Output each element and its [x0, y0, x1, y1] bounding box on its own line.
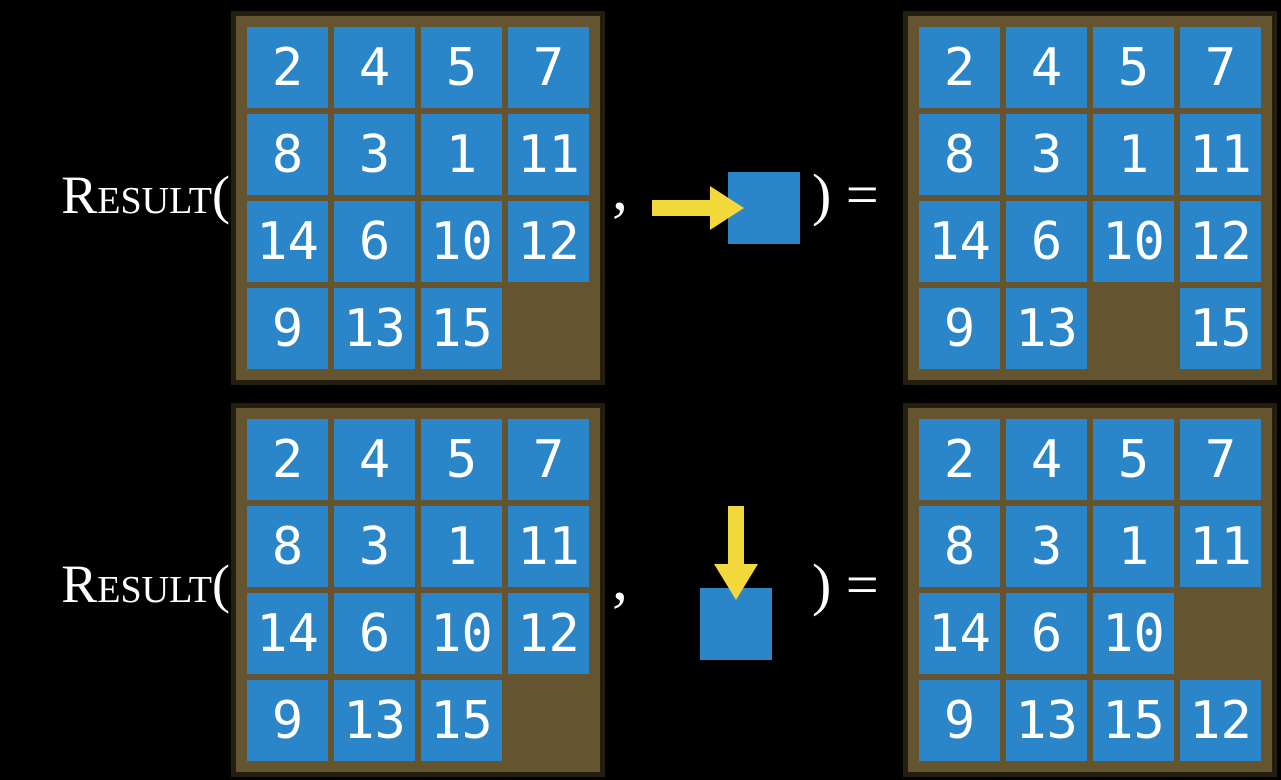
empty-cell [508, 288, 589, 369]
tile-13: 13 [334, 680, 415, 761]
tile-10: 10 [421, 201, 502, 282]
tile-5: 5 [1093, 27, 1174, 108]
tile-9: 9 [247, 288, 328, 369]
tile-15: 15 [421, 680, 502, 761]
tile-9: 9 [919, 680, 1000, 761]
tile-6: 6 [334, 593, 415, 674]
tile-10: 10 [421, 593, 502, 674]
tile-4: 4 [1006, 419, 1087, 500]
tile-9: 9 [919, 288, 1000, 369]
tile-15: 15 [1180, 288, 1261, 369]
tile-9: 9 [247, 680, 328, 761]
tile-11: 11 [1180, 506, 1261, 587]
comma-separator: , [612, 542, 628, 613]
tile-2: 2 [919, 419, 1000, 500]
tile-14: 14 [919, 593, 1000, 674]
tile-7: 7 [508, 419, 589, 500]
action-tile [700, 588, 772, 660]
tile-4: 4 [334, 419, 415, 500]
tile-13: 13 [334, 288, 415, 369]
tile-2: 2 [247, 27, 328, 108]
tile-2: 2 [919, 27, 1000, 108]
tile-15: 15 [1093, 680, 1174, 761]
tile-8: 8 [919, 506, 1000, 587]
tile-11: 11 [1180, 114, 1261, 195]
tile-3: 3 [1006, 506, 1087, 587]
result-function-label: Result( [61, 165, 230, 225]
comma-separator: , [612, 152, 628, 223]
tile-4: 4 [334, 27, 415, 108]
tile-14: 14 [247, 201, 328, 282]
tile-13: 13 [1006, 680, 1087, 761]
tile-10: 10 [1093, 201, 1174, 282]
tile-6: 6 [1006, 593, 1087, 674]
tile-2: 2 [247, 419, 328, 500]
tile-11: 11 [508, 506, 589, 587]
tile-15: 15 [421, 288, 502, 369]
tile-4: 4 [1006, 27, 1087, 108]
tile-3: 3 [334, 506, 415, 587]
tile-12: 12 [508, 201, 589, 282]
tile-5: 5 [1093, 419, 1174, 500]
tile-3: 3 [1006, 114, 1087, 195]
tile-6: 6 [1006, 201, 1087, 282]
tile-6: 6 [334, 201, 415, 282]
empty-cell [508, 680, 589, 761]
close-paren-equals: ) = [812, 552, 879, 617]
tile-5: 5 [421, 419, 502, 500]
tile-7: 7 [1180, 27, 1261, 108]
tile-8: 8 [247, 506, 328, 587]
tile-8: 8 [919, 114, 1000, 195]
tile-14: 14 [919, 201, 1000, 282]
tile-10: 10 [1093, 593, 1174, 674]
tile-12: 12 [1180, 201, 1261, 282]
tile-13: 13 [1006, 288, 1087, 369]
tile-5: 5 [421, 27, 502, 108]
empty-cell [1180, 593, 1261, 674]
arrow-down-icon [714, 506, 758, 600]
tile-7: 7 [1180, 419, 1261, 500]
tile-11: 11 [508, 114, 589, 195]
tile-12: 12 [508, 593, 589, 674]
tile-3: 3 [334, 114, 415, 195]
close-paren-equals: ) = [812, 162, 879, 227]
tile-1: 1 [421, 114, 502, 195]
arrow-right-icon [652, 186, 744, 230]
tile-8: 8 [247, 114, 328, 195]
tile-1: 1 [1093, 114, 1174, 195]
result-function-label: Result( [61, 554, 230, 614]
tile-7: 7 [508, 27, 589, 108]
tile-12: 12 [1180, 680, 1261, 761]
tile-1: 1 [421, 506, 502, 587]
empty-cell [1093, 288, 1174, 369]
tile-14: 14 [247, 593, 328, 674]
tile-1: 1 [1093, 506, 1174, 587]
